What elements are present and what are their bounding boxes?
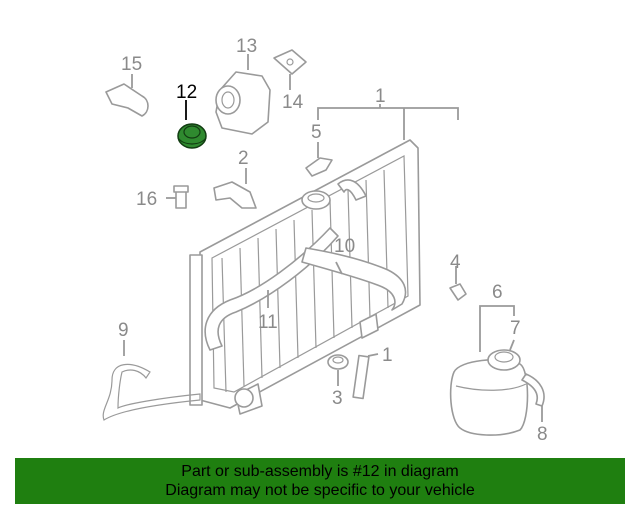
banner-line-1: Part or sub-assembly is #12 in diagram: [181, 463, 459, 480]
overflow-hose[interactable]: [102, 363, 201, 421]
reservoir-hose[interactable]: [521, 373, 545, 407]
drain-plug[interactable]: [173, 185, 189, 209]
callout-15: 15: [121, 54, 142, 75]
banner-line-2: Diagram may not be specific to your vehi…: [165, 482, 475, 499]
reservoir-cap[interactable]: [487, 349, 521, 371]
radiator-drain-tube[interactable]: [352, 354, 370, 400]
callout-1-lower: 1: [382, 345, 393, 366]
callout-11: 11: [258, 312, 278, 333]
callout-10: 10: [334, 236, 355, 257]
water-pipe[interactable]: [105, 83, 149, 117]
parts-diagram: 1 1 2 3 4 5 6 7 8 9 10 11 12 13 14 15 16: [102, 36, 548, 445]
info-banner: Part or sub-assembly is #12 in diagram D…: [15, 458, 625, 504]
lower-radiator-hose[interactable]: [301, 247, 407, 311]
callout-8: 8: [537, 424, 548, 445]
radiator-mount-bushing[interactable]: [327, 354, 349, 370]
mounting-bracket[interactable]: [213, 181, 257, 209]
callout-12: 12: [176, 82, 197, 103]
callout-7: 7: [510, 318, 521, 339]
callout-9: 9: [118, 320, 129, 341]
radiator-filler-neck: [301, 190, 331, 210]
callout-numbers: 1 1 2 3 4 5 6 7 8 9 10 11 12 13 14 15 16: [118, 36, 548, 445]
callout-4: 4: [450, 252, 461, 273]
callout-1: 1: [375, 86, 386, 107]
radiator-seal[interactable]: [305, 157, 333, 177]
callout-2: 2: [238, 148, 249, 169]
callout-3: 3: [332, 388, 343, 409]
thermostat-housing[interactable]: [215, 71, 271, 135]
coolant-reservoir[interactable]: [449, 359, 529, 436]
callout-5: 5: [311, 122, 322, 143]
radiator[interactable]: [189, 139, 421, 415]
callout-6: 6: [492, 282, 503, 303]
callout-16: 16: [136, 189, 157, 210]
callout-14: 14: [282, 92, 304, 113]
leader-lines: [123, 54, 543, 422]
radiator-upper-pipe: [337, 179, 367, 201]
radiator-clip[interactable]: [449, 283, 467, 301]
thermostat[interactable]: [177, 123, 207, 149]
thermostat-gasket[interactable]: [273, 49, 307, 75]
callout-13: 13: [236, 36, 257, 57]
